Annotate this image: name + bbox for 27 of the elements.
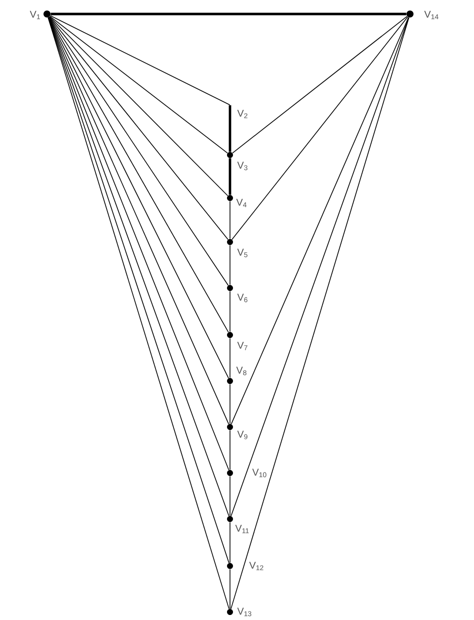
edge-line	[50, 12, 406, 16]
vertex-label: V$_{8}$	[236, 366, 246, 376]
vertex-label: V$_{11}$	[235, 524, 249, 534]
vertex-label: V$_{13}$	[237, 608, 252, 616]
edge-line	[50, 16, 228, 154]
edge-line	[230, 17, 409, 424]
vertex-label: V$_{14}$	[424, 10, 438, 20]
edge-line	[230, 17, 410, 516]
vertex-label: V$_{1}$	[30, 10, 40, 20]
vertex-label: V$_{2}$	[237, 110, 248, 118]
vertex-label: V$_{6}$	[237, 294, 248, 302]
edge-line	[232, 16, 408, 240]
vertex-label: V$_{10}$	[252, 468, 266, 478]
vertex-label: V$_{9}$	[237, 430, 248, 440]
edge-line	[228, 105, 232, 152]
edge-line	[50, 15, 230, 106]
edge-line	[228, 158, 232, 195]
vertex-label: V$_{7}$	[237, 342, 248, 350]
vertex-label: V$_{12}$	[249, 562, 264, 570]
vertex-label: V$_{5}$	[237, 248, 248, 258]
edge-line	[48, 16, 228, 240]
edge-line	[232, 16, 408, 154]
vertex-label: V$_{4}$	[236, 198, 247, 208]
edge-line	[230, 17, 410, 610]
edge-line	[49, 16, 228, 196]
edge-line	[48, 16, 229, 286]
vertex-label: V$_{3}$	[237, 162, 248, 170]
